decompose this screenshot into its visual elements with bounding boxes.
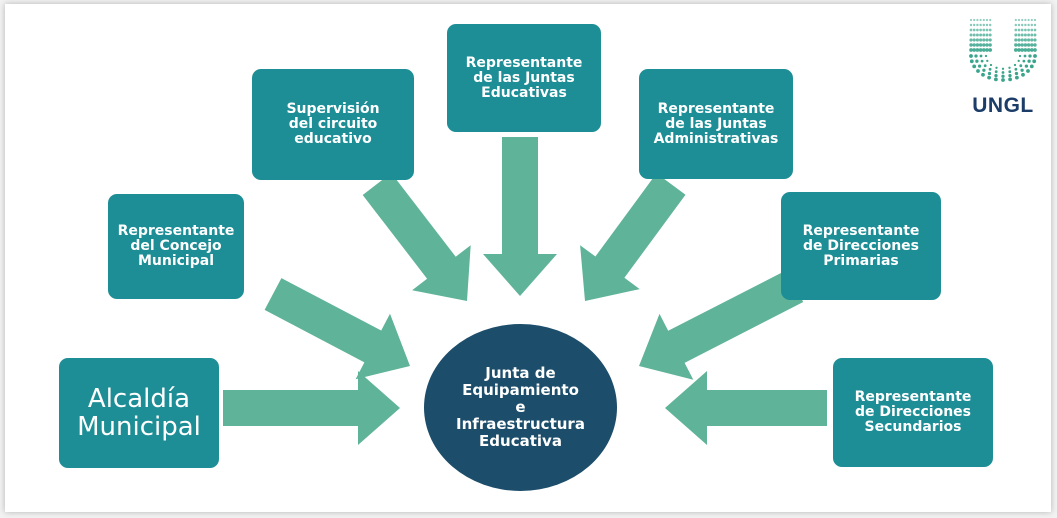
arrow-from-concejo xyxy=(264,278,410,380)
arrow-from-alcaldia xyxy=(223,371,400,445)
node-alcaldia-municipal: Alcaldía Municipal xyxy=(59,358,219,468)
node-representante-direcciones-primarias: Representante de Direcciones Primarias xyxy=(781,192,941,300)
node-representante-juntas-educativas: Representante de las Juntas Educativas xyxy=(447,24,601,132)
u-dots-icon xyxy=(969,18,1037,82)
arrow-from-juntas-educativas xyxy=(483,137,557,296)
node-representante-juntas-administrativas: Representante de las Juntas Administrati… xyxy=(639,69,793,179)
logo-text: UNGL xyxy=(972,94,1034,117)
arrows-layer xyxy=(223,137,827,445)
node-representante-concejo-municipal: Representante del Concejo Municipal xyxy=(108,194,244,299)
arrow-from-juntas-admin xyxy=(580,173,686,301)
node-representante-direcciones-secundarios: Representante de Direcciones Secundarios xyxy=(833,358,993,467)
ungl-logo: UNGL xyxy=(961,16,1045,132)
arrow-from-primarias xyxy=(639,270,804,380)
diagram-slide: Alcaldía Municipal Representante del Con… xyxy=(5,4,1051,512)
arrow-from-supervision xyxy=(362,173,471,301)
node-supervision-circuito-educativo: Supervisión del circuito educativo xyxy=(252,69,414,180)
arrow-from-secundarios xyxy=(665,371,827,445)
center-junta-equipamiento: Junta de Equipamiento e Infraestructura … xyxy=(424,324,617,491)
